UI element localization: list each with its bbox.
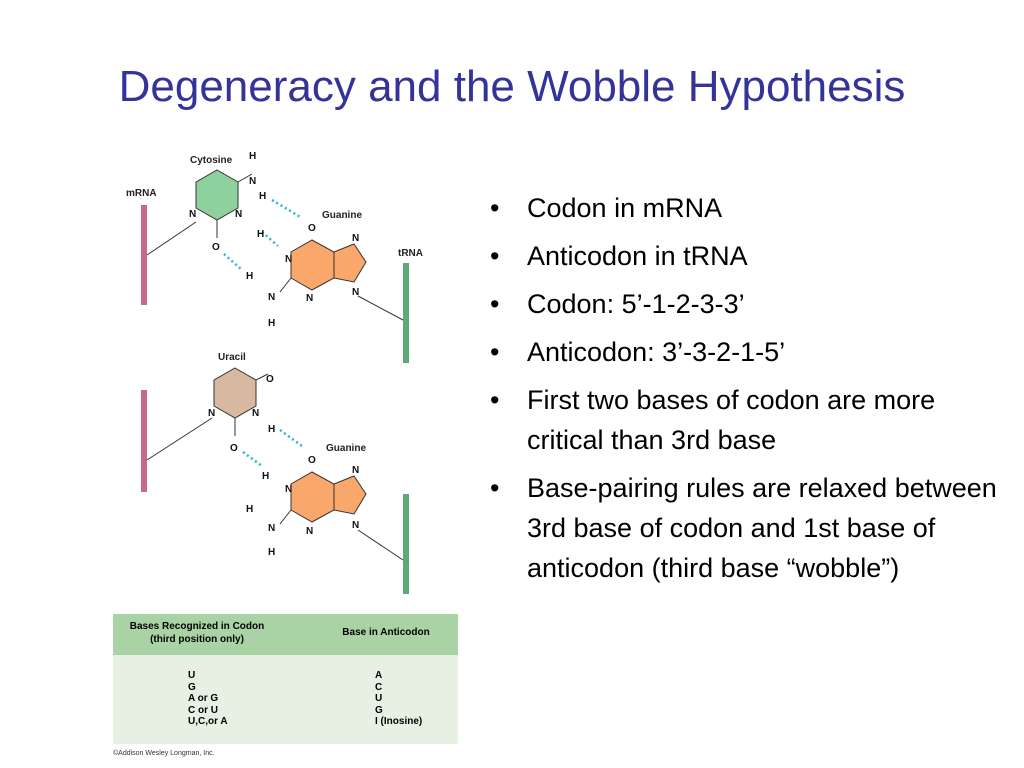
- svg-text:N: N: [252, 408, 259, 419]
- table-cell: U: [375, 693, 383, 704]
- svg-text:N: N: [285, 254, 292, 265]
- bullet-glyph: •: [490, 385, 500, 415]
- slide-title: Degeneracy and the Wobble Hypothesis: [118, 62, 906, 111]
- bullet-text: Base-pairing rules are relaxed between 3…: [527, 473, 997, 583]
- hbond-top-2: [261, 231, 279, 247]
- svg-text:H: H: [246, 271, 253, 282]
- header-anticodon: Base in Anticodon: [342, 627, 430, 638]
- svg-text:H: H: [262, 471, 269, 482]
- bullet-glyph: •: [490, 289, 500, 319]
- bullet-glyph: •: [490, 473, 500, 503]
- svg-text:N: N: [306, 293, 313, 304]
- svg-text:N: N: [352, 287, 359, 298]
- table-header: Bases Recognized in Codon (third positio…: [113, 614, 458, 655]
- cytosine-ring: [195, 169, 239, 221]
- bullet-item: • Anticodon in tRNA: [490, 236, 1015, 276]
- guanine-ring-top: [290, 239, 335, 291]
- svg-text:N: N: [285, 484, 292, 495]
- svg-text:H: H: [257, 229, 264, 240]
- hbond-top-3: [223, 253, 243, 271]
- bullet-glyph: •: [490, 193, 500, 223]
- bullet-item: • Base-pairing rules are relaxed between …: [490, 468, 1015, 588]
- bullet-text: Codon in mRNA: [527, 193, 723, 223]
- bullet-glyph: •: [490, 241, 500, 271]
- trna-link-bottom: [357, 529, 404, 561]
- codon-column: U G A or G C or U U,C,or A: [188, 670, 228, 728]
- bullet-glyph: •: [490, 337, 500, 367]
- header-codon-line1: Bases Recognized in Codon: [129, 621, 265, 632]
- svg-text:N: N: [235, 209, 242, 220]
- bullet-text: Codon: 5’-1-2-3-3’: [527, 289, 745, 319]
- svg-text:H: H: [246, 504, 253, 515]
- svg-text:H: H: [259, 191, 266, 202]
- bullet-item: • Codon in mRNA: [490, 188, 1015, 228]
- svg-text:N: N: [249, 176, 256, 187]
- svg-text:N: N: [352, 520, 359, 531]
- bullet-text: Anticodon: 3’-3-2-1-5’: [527, 337, 786, 367]
- bullet-list: • Codon in mRNA • Anticodon in tRNA • Codon…: [490, 188, 1015, 596]
- svg-text:H: H: [268, 424, 275, 435]
- guanine-ring-bottom: [290, 471, 335, 523]
- svg-text:O: O: [308, 455, 316, 466]
- svg-text:N: N: [352, 233, 359, 244]
- table-cell: G: [375, 704, 383, 716]
- svg-text:H: H: [249, 151, 256, 162]
- trna-label: tRNA: [398, 248, 423, 259]
- svg-text:O: O: [308, 223, 316, 234]
- hbond-bottom-2: [242, 450, 263, 468]
- copyright-notice: ©Addison Wesley Longman, Inc.: [113, 750, 215, 757]
- table-cell: A: [375, 670, 383, 681]
- uracil-label: Uracil: [218, 352, 246, 363]
- uracil-ring: [213, 367, 257, 419]
- table-cell: U,C,or A: [188, 716, 228, 727]
- wobble-pairing-table: Bases Recognized in Codon (third positio…: [113, 614, 458, 744]
- svg-text:N: N: [268, 292, 275, 303]
- mrna-link-bottom: [146, 417, 213, 461]
- guanine-imidazole-bottom: [333, 475, 367, 515]
- table-cell: C: [375, 681, 383, 693]
- trna-strand-top: [403, 263, 409, 363]
- guanine-label-top: Guanine: [322, 210, 362, 221]
- svg-text:H: H: [268, 318, 275, 329]
- guanine-imidazole-top: [333, 243, 367, 283]
- svg-text:N: N: [208, 408, 215, 419]
- guanine-label-bottom: Guanine: [326, 443, 366, 454]
- hbond-bottom-1: [279, 428, 303, 448]
- header-codon: Bases Recognized in Codon (third positio…: [117, 620, 277, 646]
- bullet-text: First two bases of codon are more critic…: [527, 385, 936, 455]
- svg-text:N: N: [268, 523, 275, 534]
- bullet-text: Anticodon in tRNA: [527, 241, 748, 271]
- bullet-item: • Anticodon: 3’-3-2-1-5’: [490, 332, 1015, 372]
- hbond-top-1: [271, 198, 303, 220]
- bullet-item: • First two bases of codon are more criti…: [490, 380, 1015, 460]
- trna-link-top: [357, 295, 404, 321]
- mrna-link-top: [146, 221, 197, 256]
- table-cell: G: [188, 681, 196, 693]
- cytosine-label: Cytosine: [190, 155, 233, 166]
- svg-text:N: N: [189, 209, 196, 220]
- bullet-item: • Codon: 5’-1-2-3-3’: [490, 284, 1015, 324]
- table-cell: I (Inosine): [375, 716, 423, 727]
- mrna-strand-bottom: [141, 390, 147, 492]
- anticodon-column: A C U G I (Inosine): [375, 670, 422, 728]
- svg-text:N: N: [352, 465, 359, 476]
- header-codon-line2: (third position only): [150, 634, 244, 645]
- svg-text:O: O: [212, 242, 220, 253]
- table-cell: C or U: [188, 704, 218, 716]
- mrna-label: mRNA: [126, 188, 157, 199]
- svg-text:N: N: [306, 526, 313, 537]
- trna-strand-bottom: [403, 494, 409, 594]
- table-cell: A or G: [188, 693, 219, 704]
- svg-text:O: O: [230, 443, 238, 454]
- mrna-strand-top: [141, 205, 147, 305]
- table-cell: U: [188, 670, 196, 681]
- svg-text:O: O: [266, 374, 274, 385]
- svg-text:H: H: [268, 547, 275, 558]
